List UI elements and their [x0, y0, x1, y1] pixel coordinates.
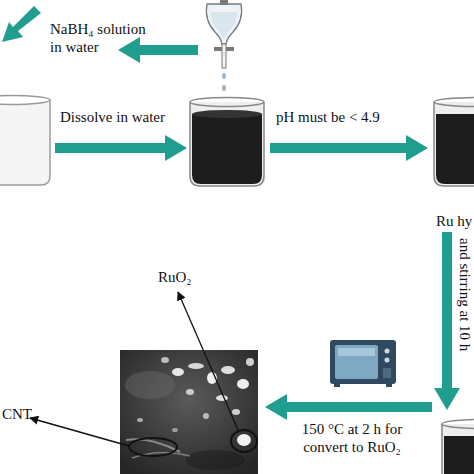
oven-knob	[385, 349, 390, 354]
highlight-ellipse	[231, 430, 257, 452]
sem-particle	[216, 395, 228, 401]
callout-label: CNT	[2, 405, 42, 423]
sem-particle	[137, 418, 143, 422]
flow-arrow	[2, 6, 41, 42]
oven-foot	[334, 384, 340, 387]
sem-particle	[188, 363, 204, 369]
step-label: Dissolve in water	[60, 108, 190, 126]
callout-label: RuO₂	[158, 268, 208, 286]
sem-particle	[237, 379, 249, 389]
sem-texture	[125, 371, 175, 399]
beaker	[434, 102, 474, 186]
beaker-liquid	[444, 436, 474, 474]
sem-background	[120, 350, 258, 474]
oven-window	[335, 345, 378, 379]
beaker-rim	[434, 98, 474, 107]
sem-texture	[185, 450, 245, 470]
beaker	[442, 424, 474, 474]
flow-arrow	[55, 135, 187, 161]
reagent-label: NaBH₄ solution in water	[50, 20, 160, 56]
flow-arrow	[270, 135, 428, 161]
oven-panel	[383, 368, 391, 378]
sem-particle	[232, 409, 240, 415]
leader-arrow	[30, 418, 129, 446]
beaker-liquid	[192, 114, 262, 184]
sem-particle	[246, 358, 254, 366]
sem-particle	[221, 366, 235, 374]
step-label: and stirring at 10 h	[456, 238, 474, 351]
funnel-stem	[222, 44, 226, 68]
beaker-rim	[442, 420, 474, 429]
separatory-funnel	[206, 4, 241, 44]
oven-knob	[385, 358, 390, 363]
funnel-liquid	[211, 12, 237, 38]
sem-particle	[237, 434, 251, 446]
sem-particle	[186, 389, 194, 395]
liquid-surface	[192, 110, 262, 118]
oven-glare	[338, 348, 375, 356]
highlight-ellipse	[129, 438, 177, 456]
flow-arrow	[118, 37, 198, 63]
sem-particle	[172, 368, 184, 376]
beaker	[190, 102, 264, 186]
beaker	[0, 100, 50, 185]
leader-arrow	[178, 292, 238, 430]
sem-particle	[161, 357, 169, 363]
sem-particle	[172, 428, 178, 432]
beaker-liquid	[436, 114, 474, 184]
step-label: 150 °C at 2 h for convert to RuO₂	[286, 420, 418, 456]
beaker-rim	[0, 96, 50, 105]
drop	[222, 85, 226, 91]
drop	[222, 73, 226, 79]
flow-arrow	[265, 394, 432, 420]
flow-arrow	[434, 232, 460, 410]
sem-particle	[203, 413, 209, 419]
beaker-rim	[190, 98, 264, 107]
oven-foot	[386, 384, 392, 387]
step-label: pH must be < 4.9	[276, 108, 426, 126]
funnel-stopper	[220, 0, 228, 5]
sem-micrograph	[120, 350, 258, 474]
oven	[330, 340, 396, 384]
product-label: Ru hy	[436, 212, 474, 230]
